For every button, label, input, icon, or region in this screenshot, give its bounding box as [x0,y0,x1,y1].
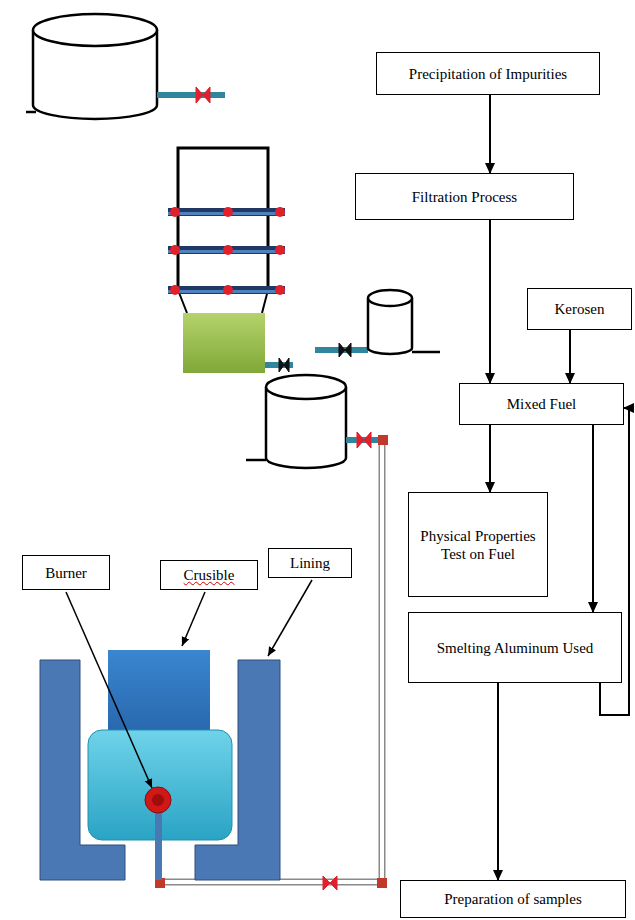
box-text: Filtration Process [412,188,517,206]
box-text: Preparation of samples [444,890,581,908]
process-box: Preparation of samples [400,880,626,918]
process-box: Smelting Aluminum Used [408,612,622,683]
process-box: Physical Properties Test on Fuel [408,492,548,597]
mixing-tank [246,375,382,468]
flow-arrow [489,425,491,492]
box-text: Burner [45,564,87,582]
box-text: Physical Properties Test on Fuel [415,527,541,563]
part-label-box: Burner [22,555,110,590]
box-text: Kerosen [555,300,605,318]
flow-arrow [569,330,571,383]
filter-column [168,148,293,373]
kerosene-tank [315,290,440,357]
box-text: Precipitation of Impurities [409,65,567,83]
part-label-box: Crusible [160,560,258,590]
box-text: Lining [290,554,330,572]
flow-arrow [489,95,491,173]
box-text: Mixed Fuel [507,395,577,413]
flow-arrow [497,683,499,880]
valve-pipe [157,87,225,103]
process-box: Filtration Process [355,173,574,220]
leader-line [66,580,312,788]
flow-arrow [489,220,491,383]
storage-tank [26,14,157,119]
furnace [40,650,280,880]
box-text: Crusible [184,566,235,584]
process-box: Mixed Fuel [459,383,624,425]
flow-arrow [592,425,594,612]
process-box: Precipitation of Impurities [376,52,600,95]
part-label-box: Lining [268,548,352,578]
input-box: Kerosen [527,288,632,330]
box-text: Smelting Aluminum Used [437,639,594,657]
